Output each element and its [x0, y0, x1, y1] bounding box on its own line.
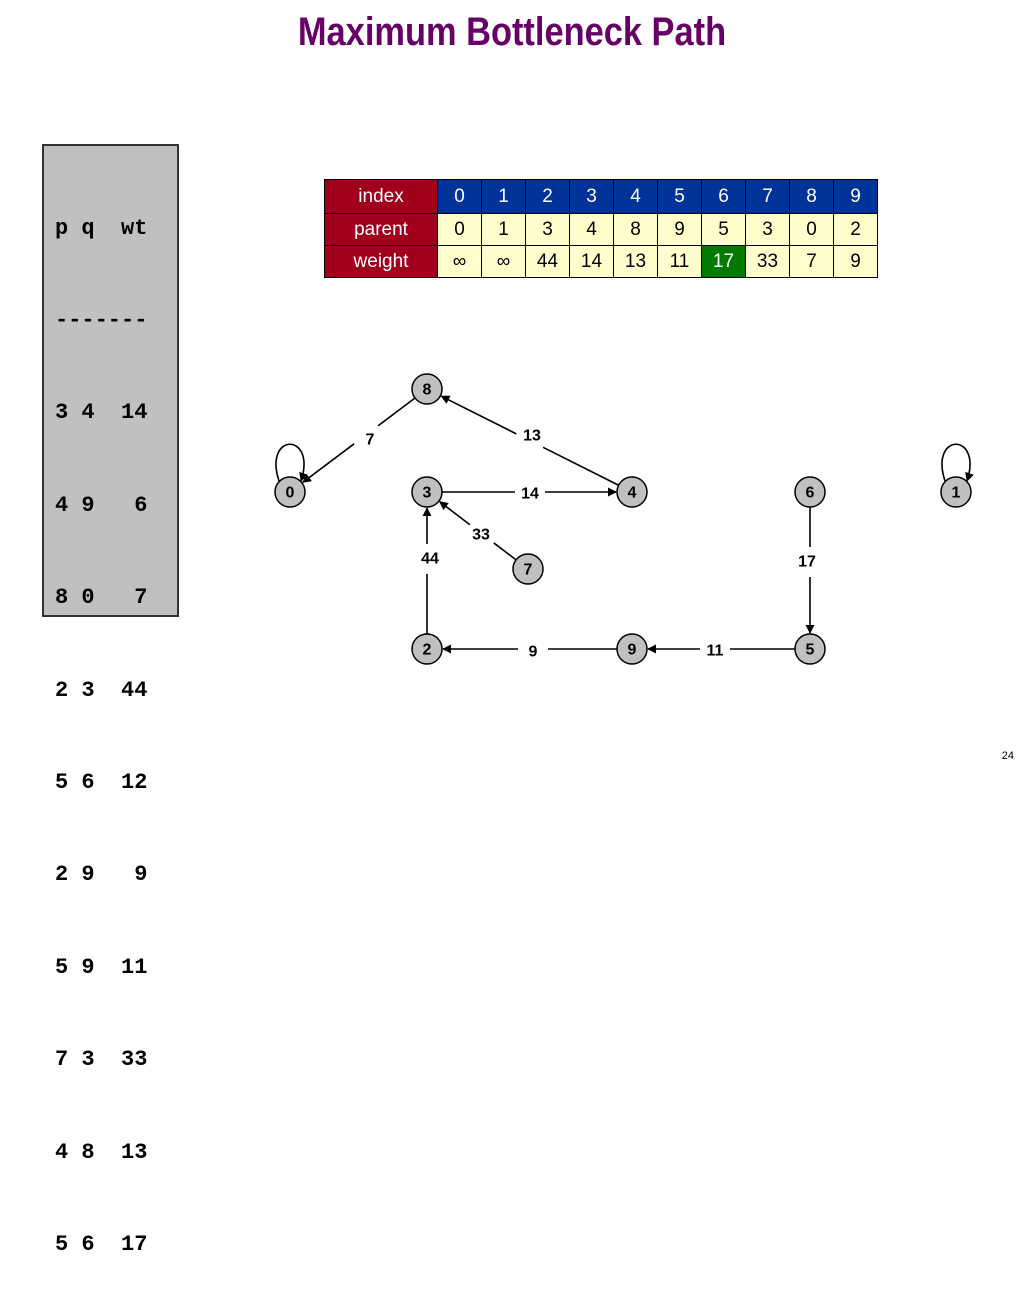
edge-row: 5 9 11: [55, 954, 148, 980]
weight-cell-highlighted: 17: [701, 245, 746, 278]
weight-cell: ∞: [481, 245, 526, 278]
node-circle: [274, 476, 306, 508]
parent-cell: 2: [833, 213, 878, 246]
node-circle: [616, 633, 648, 665]
index-cell: 9: [833, 179, 878, 214]
edge-weight-label: 9: [529, 644, 538, 661]
edge-row: 2 9 9: [55, 862, 148, 888]
edge-row: 5 6 12: [55, 769, 148, 795]
node-circle: [411, 373, 443, 405]
node-circle: [940, 476, 972, 508]
index-cell: 3: [569, 179, 614, 214]
graph-node: 3: [411, 476, 443, 508]
graph-node: 8: [411, 373, 443, 405]
edge-weight-label: 44: [421, 551, 439, 568]
node-circle: [411, 633, 443, 665]
row-label-parent: parent: [324, 213, 438, 246]
nodes-layer: 0 1 2 3 4 5 6 7 8 9: [274, 373, 972, 665]
index-cell: 8: [789, 179, 834, 214]
edge-arrow: [302, 443, 355, 484]
node-circle: [411, 476, 443, 508]
page-title: Maximum Bottleneck Path: [297, 10, 727, 54]
node-label: 7: [524, 562, 533, 579]
node-circle: [512, 553, 544, 585]
edge-list-separator: -------: [55, 307, 148, 333]
edge-row: 7 3 33: [55, 1047, 148, 1073]
edge-weight-label: 11: [707, 643, 724, 660]
edge-weight-label: 33: [472, 527, 490, 544]
graph-node: 7: [512, 553, 544, 585]
graph-node: 1: [940, 476, 972, 508]
edge-weight-label: 14: [521, 486, 539, 503]
edge-row: 4 8 13: [55, 1139, 148, 1165]
node-label: 4: [628, 485, 637, 502]
edge-row: 8 0 7: [55, 585, 148, 611]
weight-cell: 9: [833, 245, 878, 278]
union-find-table: index 0 1 2 3 4 5 6 7 8 9 parent 0 1 3 4…: [324, 179, 878, 278]
edge-row: 5 6 17: [55, 1231, 148, 1257]
edge-line: [493, 542, 517, 561]
row-label-index: index: [324, 179, 438, 214]
edge-arrow: [439, 501, 471, 526]
node-circle: [616, 476, 648, 508]
node-label: 1: [952, 485, 961, 502]
edge-weight-label: 13: [523, 428, 541, 445]
node-label: 9: [628, 642, 637, 659]
weight-cell: 44: [525, 245, 570, 278]
weight-cell: 7: [789, 245, 834, 278]
index-cell: 1: [481, 179, 526, 214]
node-label: 6: [806, 485, 815, 502]
weight-cell: 14: [569, 245, 614, 278]
node-label: 2: [423, 642, 432, 659]
index-row: index 0 1 2 3 4 5 6 7 8 9: [324, 179, 878, 214]
index-cell: 6: [701, 179, 746, 214]
parent-cell: 9: [657, 213, 702, 246]
node-label: 5: [806, 642, 815, 659]
parent-cell: 3: [745, 213, 790, 246]
edge-line: [542, 446, 619, 486]
node-circle: [794, 633, 826, 665]
weight-cell: 33: [745, 245, 790, 278]
node-label: 0: [286, 485, 295, 502]
parent-cell: 0: [789, 213, 834, 246]
index-cell: 5: [657, 179, 702, 214]
edge-weight-label: 17: [798, 554, 816, 571]
graph-node: 2: [411, 633, 443, 665]
graph-node: 6: [794, 476, 826, 508]
edge-row: 2 3 44: [55, 677, 148, 703]
graph-node: 0: [274, 476, 306, 508]
edge-line: [377, 397, 416, 427]
edge-row: 4 9 6: [55, 492, 148, 518]
graph-node: 9: [616, 633, 648, 665]
edge-list-header: p q wt: [55, 215, 148, 241]
self-loop-edge: [941, 443, 974, 482]
graph-diagram: 13 7 14 33 44 9 11 17 0 1 2 3 4 5 6 7 8 9: [274, 373, 974, 665]
node-circle: [794, 476, 826, 508]
weight-row: weight ∞ ∞ 44 14 13 11 17 33 7 9: [324, 245, 878, 278]
node-label: 8: [423, 382, 432, 399]
page-number: 24: [1001, 750, 1014, 762]
graph-node: 4: [616, 476, 648, 508]
row-label-weight: weight: [324, 245, 438, 278]
parent-cell: 0: [437, 213, 482, 246]
self-loop-edge: [275, 443, 308, 482]
edge-row: 3 4 14: [55, 400, 148, 426]
graph-node: 5: [794, 633, 826, 665]
edge-arrow: [440, 395, 517, 435]
weight-cell: 13: [613, 245, 658, 278]
node-label: 3: [423, 485, 432, 502]
index-cell: 2: [525, 179, 570, 214]
edge-weight-label: 7: [366, 432, 375, 449]
